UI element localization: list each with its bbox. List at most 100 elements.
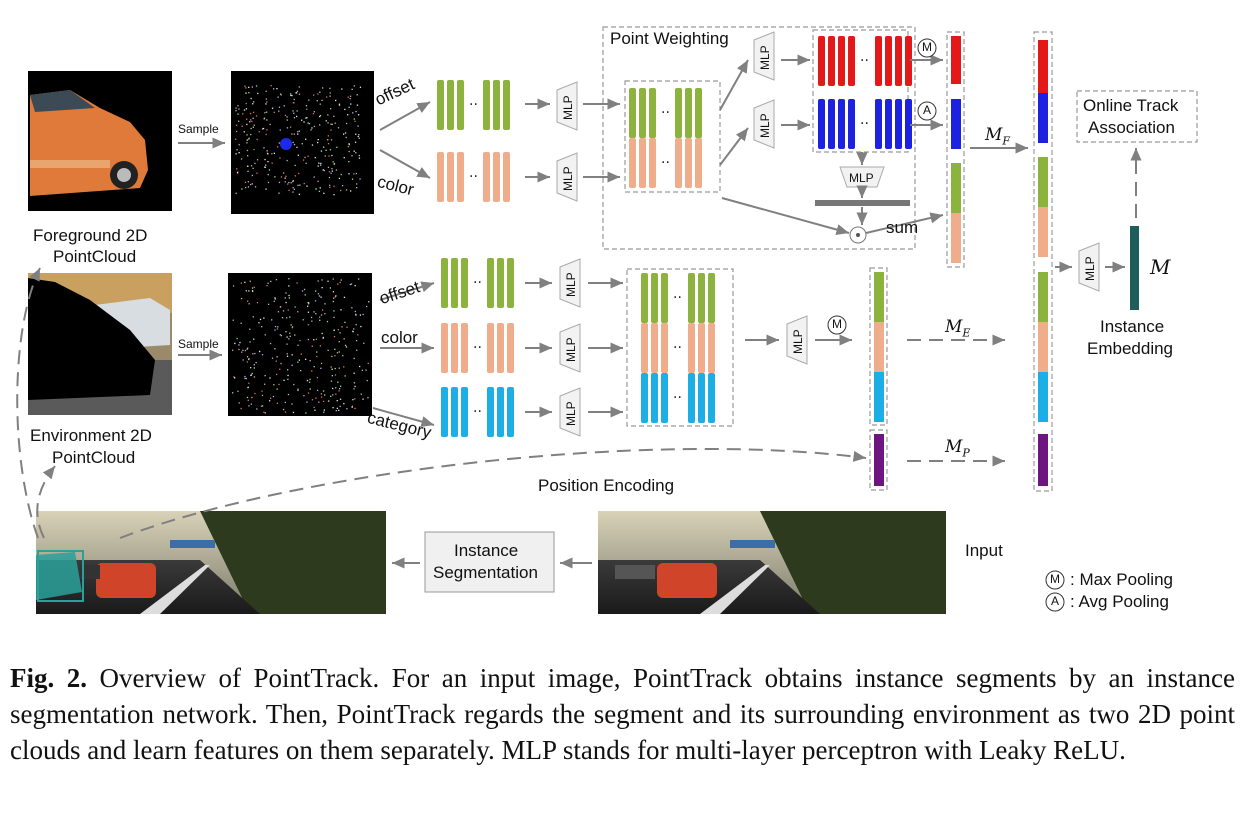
sample-point bbox=[345, 132, 346, 133]
sample-point bbox=[247, 361, 248, 362]
sample-point bbox=[331, 155, 332, 156]
sample-point bbox=[252, 291, 253, 292]
sample-point bbox=[356, 340, 357, 341]
feature-column bbox=[487, 387, 494, 437]
sample-point bbox=[327, 281, 328, 282]
sample-point bbox=[254, 393, 255, 394]
sample-point bbox=[330, 396, 331, 397]
sample-point bbox=[340, 282, 341, 283]
feature-column bbox=[688, 273, 695, 323]
sample-point bbox=[357, 105, 358, 106]
sample-point bbox=[248, 359, 249, 360]
sample-point bbox=[318, 139, 319, 140]
sample-point bbox=[287, 119, 288, 120]
sample-point bbox=[328, 135, 329, 136]
sample-point bbox=[324, 170, 325, 171]
mlp-block: MLP bbox=[754, 100, 774, 148]
sample-point bbox=[232, 392, 233, 393]
foreground-image bbox=[28, 71, 172, 211]
segmented-image bbox=[36, 511, 386, 614]
sample-point bbox=[291, 133, 292, 134]
sample-point bbox=[354, 121, 355, 122]
sample-point bbox=[248, 92, 249, 93]
sample-point bbox=[328, 155, 329, 156]
sample-point bbox=[306, 109, 307, 110]
sample-point bbox=[291, 182, 292, 183]
sample-point bbox=[352, 112, 353, 113]
sample-point bbox=[270, 343, 271, 344]
sample-point bbox=[342, 355, 343, 356]
feature-column bbox=[497, 387, 504, 437]
sample-point bbox=[247, 356, 248, 357]
sum-label: sum bbox=[886, 218, 918, 238]
sample-point bbox=[319, 191, 320, 192]
sample-point bbox=[353, 328, 354, 329]
feature-column bbox=[698, 373, 705, 423]
sample-point bbox=[277, 403, 278, 404]
sample-point bbox=[286, 317, 287, 318]
sample-point bbox=[321, 314, 322, 315]
feature-column bbox=[629, 88, 636, 138]
sample-point bbox=[317, 100, 318, 101]
m-f-label: MF bbox=[985, 125, 1010, 147]
sample-point bbox=[360, 326, 361, 327]
sample-point bbox=[315, 290, 316, 291]
sample-point bbox=[321, 279, 322, 280]
sample-point bbox=[318, 293, 319, 294]
sample-point bbox=[335, 296, 336, 297]
sample-point bbox=[241, 323, 242, 324]
sample-point bbox=[297, 389, 298, 390]
sample-point bbox=[234, 343, 235, 344]
input-label: Input bbox=[965, 541, 1003, 561]
sample-point bbox=[298, 155, 299, 156]
figure-caption: Fig. 2. Overview of PointTrack. For an i… bbox=[10, 660, 1235, 768]
feature-column bbox=[688, 373, 695, 423]
sample-point bbox=[330, 173, 331, 174]
sample-point bbox=[280, 363, 281, 364]
sample-point bbox=[304, 183, 305, 184]
sample-point bbox=[329, 171, 330, 172]
sample-point bbox=[314, 126, 315, 127]
sample-point bbox=[263, 128, 264, 129]
sample-point bbox=[308, 303, 309, 304]
feature-column bbox=[885, 99, 892, 149]
sample-point bbox=[248, 290, 249, 291]
sample-point bbox=[294, 99, 295, 100]
feature-column bbox=[661, 323, 668, 373]
sample-point bbox=[359, 138, 360, 139]
sample-point bbox=[318, 280, 319, 281]
mlp-block: MLP bbox=[557, 82, 577, 130]
sample-point bbox=[250, 113, 251, 114]
sample-point bbox=[311, 127, 312, 128]
sample-point bbox=[324, 303, 325, 304]
sample-point bbox=[252, 86, 253, 87]
feature-column bbox=[818, 99, 825, 149]
sample-point bbox=[351, 307, 352, 308]
feature-column bbox=[828, 99, 835, 149]
sample-point bbox=[247, 139, 248, 140]
sample-point bbox=[265, 412, 266, 413]
sample-point bbox=[354, 386, 355, 387]
m-label: M bbox=[1150, 255, 1170, 279]
sample-point bbox=[334, 349, 335, 350]
input-image bbox=[598, 511, 946, 614]
sample-point bbox=[263, 147, 264, 148]
sample-point bbox=[247, 150, 248, 151]
sample-point bbox=[339, 368, 340, 369]
sample-point bbox=[256, 408, 257, 409]
sample-point bbox=[265, 189, 266, 190]
sample-point bbox=[321, 100, 322, 101]
sample-point bbox=[333, 298, 334, 299]
sample-point bbox=[307, 306, 308, 307]
sample-point bbox=[323, 338, 324, 339]
instance-segmentation-label-2: Segmentation bbox=[433, 563, 538, 583]
sample-point bbox=[333, 278, 334, 279]
sample-point bbox=[248, 181, 249, 182]
sample-point bbox=[279, 107, 280, 108]
feature-column bbox=[483, 80, 490, 130]
sample-point bbox=[332, 407, 333, 408]
sample-point bbox=[327, 122, 328, 123]
sample-point bbox=[297, 362, 298, 363]
sample-point bbox=[299, 340, 300, 341]
sample-point bbox=[318, 402, 319, 403]
